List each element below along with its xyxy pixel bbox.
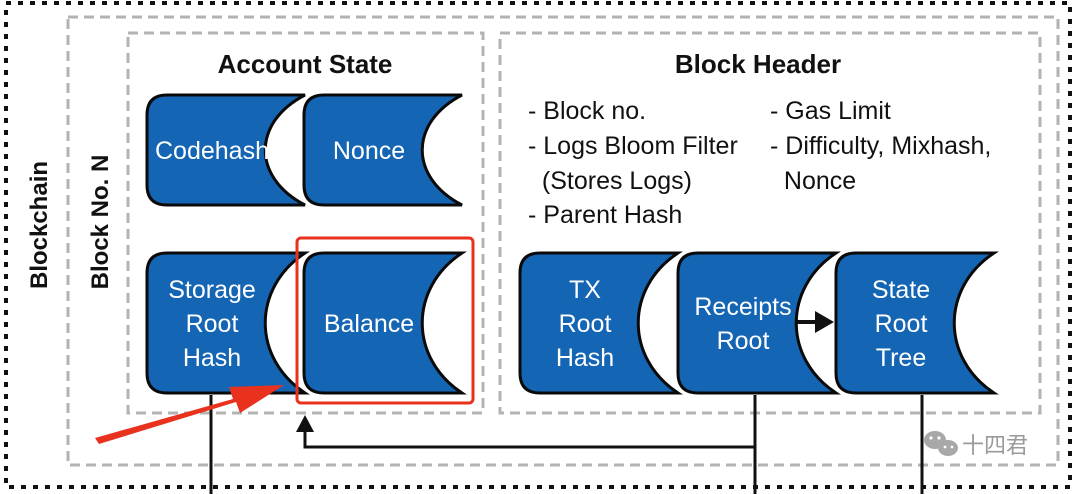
header-field: (Stores Logs) [528, 167, 692, 195]
balance-highlight-box [295, 236, 475, 405]
watermark: 十四君 [924, 431, 1028, 459]
wechat-icon [924, 431, 958, 456]
scroll-label: Root [559, 310, 612, 338]
scroll-balance: Balance [302, 251, 467, 395]
scroll-label: Hash [183, 344, 241, 372]
scroll-label: Receipts [694, 293, 791, 321]
scroll-shape [676, 251, 841, 395]
header-field: - Parent Hash [528, 201, 682, 229]
scroll-shape [834, 251, 999, 395]
blockchain-label: Blockchain [26, 161, 53, 289]
header-field: - Gas Limit [770, 97, 891, 125]
account-state-title: Account State [218, 49, 393, 79]
header-field: - Difficulty, Mixhash, [770, 132, 991, 160]
scroll-codehash: Codehash [145, 93, 306, 207]
block-header-title: Block Header [675, 49, 841, 79]
header-fields-right: - Gas Limit - Difficulty, Mixhash, Nonce [770, 97, 991, 195]
scroll-shape [518, 251, 683, 395]
scroll-shape [145, 251, 310, 395]
account-state-box [126, 31, 485, 415]
scroll-label: TX [569, 276, 601, 304]
connectors [209, 395, 924, 494]
scroll-label: Codehash [155, 137, 269, 165]
red-pointer-arrow [95, 385, 284, 444]
block-number-label: Block No. N [87, 155, 114, 290]
header-field: Nonce [770, 167, 856, 195]
scroll-label: Hash [556, 344, 614, 372]
scroll-nonce: Nonce [302, 93, 463, 207]
header-field: - Logs Bloom Filter [528, 132, 738, 160]
scroll-label: Storage [168, 276, 256, 304]
scroll-shape [145, 93, 306, 207]
header-fields-left: - Block no. - Logs Bloom Filter (Stores … [528, 97, 738, 229]
watermark-text: 十四君 [962, 434, 1028, 459]
block-border [66, 15, 1060, 467]
scroll-label: Root [717, 327, 770, 355]
blockchain-border [4, 1, 1072, 489]
scroll-label: Root [186, 310, 239, 338]
scroll-shape [302, 93, 463, 207]
scroll-label: Nonce [333, 137, 405, 165]
receipts-to-state-arrowhead [815, 311, 834, 333]
state-to-account-line [303, 428, 755, 449]
header-field: - Block no. [528, 97, 646, 125]
scroll-label: Root [875, 310, 928, 338]
scroll-label: Balance [324, 310, 414, 338]
block-header-box [498, 31, 1042, 415]
scroll-label: Tree [876, 344, 926, 372]
state-to-account-arrowhead [296, 415, 314, 432]
scroll-shape [302, 251, 467, 395]
scroll-label: State [872, 276, 930, 304]
